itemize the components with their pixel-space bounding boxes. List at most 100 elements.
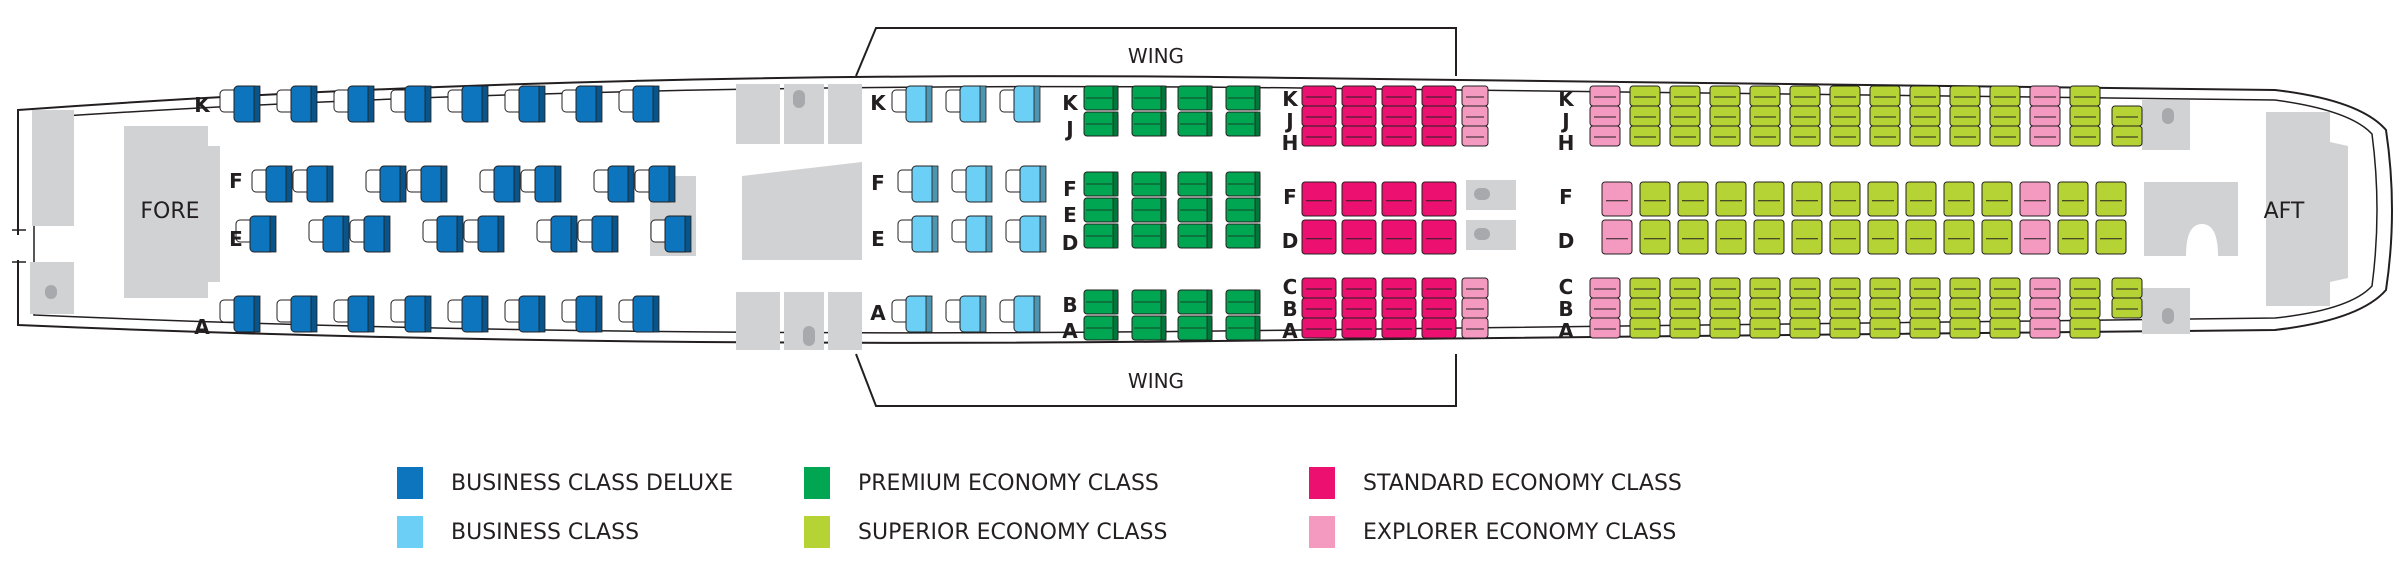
seat[interactable]: [1949, 125, 1981, 147]
seat[interactable]: [1301, 219, 1337, 255]
seat[interactable]: [1461, 85, 1489, 107]
seat[interactable]: [1461, 105, 1489, 127]
seat[interactable]: [1177, 171, 1213, 197]
seat[interactable]: [1791, 181, 1823, 217]
seat[interactable]: [1421, 125, 1457, 147]
seat[interactable]: [1709, 317, 1741, 339]
business-pod[interactable]: [276, 85, 318, 123]
seat[interactable]: [1177, 111, 1213, 137]
seat[interactable]: [1461, 317, 1489, 339]
seat[interactable]: [1083, 315, 1119, 341]
seat[interactable]: [2019, 181, 2051, 217]
seat[interactable]: [1177, 223, 1213, 249]
business-pod[interactable]: [235, 215, 277, 253]
seat[interactable]: [1829, 125, 1861, 147]
seat[interactable]: [1301, 181, 1337, 217]
seat[interactable]: [1867, 181, 1899, 217]
seat[interactable]: [1905, 219, 1937, 255]
business-pod[interactable]: [390, 85, 432, 123]
seat[interactable]: [1421, 317, 1457, 339]
business-pod[interactable]: [650, 215, 692, 253]
seat[interactable]: [1225, 223, 1261, 249]
seat[interactable]: [1177, 315, 1213, 341]
seat[interactable]: [1639, 181, 1671, 217]
seat[interactable]: [1083, 223, 1119, 249]
seat[interactable]: [2029, 125, 2061, 147]
business-pod[interactable]: [951, 165, 993, 203]
seat[interactable]: [1083, 197, 1119, 223]
seat[interactable]: [1677, 219, 1709, 255]
seat[interactable]: [1829, 219, 1861, 255]
seat[interactable]: [1909, 277, 1941, 299]
seat[interactable]: [1909, 125, 1941, 147]
business-pod[interactable]: [945, 85, 987, 123]
seat[interactable]: [1461, 297, 1489, 319]
business-pod[interactable]: [618, 295, 660, 333]
seat[interactable]: [1789, 317, 1821, 339]
seat[interactable]: [1709, 277, 1741, 299]
seat[interactable]: [1669, 85, 1701, 107]
seat[interactable]: [1789, 277, 1821, 299]
business-pod[interactable]: [891, 85, 933, 123]
seat[interactable]: [1341, 317, 1377, 339]
seat[interactable]: [1381, 277, 1417, 299]
seat[interactable]: [1589, 125, 1621, 147]
seat[interactable]: [1341, 125, 1377, 147]
business-pod[interactable]: [577, 215, 619, 253]
seat[interactable]: [1301, 317, 1337, 339]
seat[interactable]: [1709, 105, 1741, 127]
seat[interactable]: [1421, 105, 1457, 127]
seat[interactable]: [1715, 181, 1747, 217]
business-pod[interactable]: [390, 295, 432, 333]
seat[interactable]: [1949, 85, 1981, 107]
seat[interactable]: [1083, 289, 1119, 315]
seat[interactable]: [1905, 181, 1937, 217]
seat[interactable]: [1177, 289, 1213, 315]
business-pod[interactable]: [479, 165, 521, 203]
seat[interactable]: [1829, 277, 1861, 299]
seat[interactable]: [1381, 317, 1417, 339]
seat[interactable]: [2029, 297, 2061, 319]
seat[interactable]: [2069, 297, 2101, 319]
seat[interactable]: [1131, 223, 1167, 249]
seat[interactable]: [2019, 219, 2051, 255]
seat[interactable]: [1601, 181, 1633, 217]
business-pod[interactable]: [618, 85, 660, 123]
seat[interactable]: [1421, 181, 1457, 217]
seat[interactable]: [1869, 297, 1901, 319]
seat[interactable]: [1131, 315, 1167, 341]
seat[interactable]: [2069, 277, 2101, 299]
seat[interactable]: [2095, 181, 2127, 217]
business-pod[interactable]: [999, 85, 1041, 123]
seat[interactable]: [1083, 171, 1119, 197]
business-pod[interactable]: [447, 85, 489, 123]
seat[interactable]: [1789, 297, 1821, 319]
seat[interactable]: [1629, 277, 1661, 299]
seat[interactable]: [1949, 297, 1981, 319]
seat[interactable]: [1301, 125, 1337, 147]
seat[interactable]: [1989, 277, 2021, 299]
seat[interactable]: [1829, 317, 1861, 339]
seat[interactable]: [1869, 105, 1901, 127]
seat[interactable]: [1225, 171, 1261, 197]
business-pod[interactable]: [504, 85, 546, 123]
seat[interactable]: [1301, 277, 1337, 299]
business-pod[interactable]: [349, 215, 391, 253]
seat[interactable]: [1225, 85, 1261, 111]
seat[interactable]: [1629, 85, 1661, 107]
seat[interactable]: [1749, 125, 1781, 147]
seat[interactable]: [2069, 105, 2101, 127]
seat[interactable]: [1909, 297, 1941, 319]
seat[interactable]: [1829, 85, 1861, 107]
seat[interactable]: [1381, 181, 1417, 217]
seat[interactable]: [1601, 219, 1633, 255]
seat[interactable]: [1341, 181, 1377, 217]
seat[interactable]: [1421, 85, 1457, 107]
seat[interactable]: [1943, 219, 1975, 255]
seat[interactable]: [1341, 297, 1377, 319]
seat[interactable]: [1381, 297, 1417, 319]
seat[interactable]: [1629, 297, 1661, 319]
business-pod[interactable]: [276, 295, 318, 333]
seat[interactable]: [1341, 105, 1377, 127]
business-pod[interactable]: [593, 165, 635, 203]
